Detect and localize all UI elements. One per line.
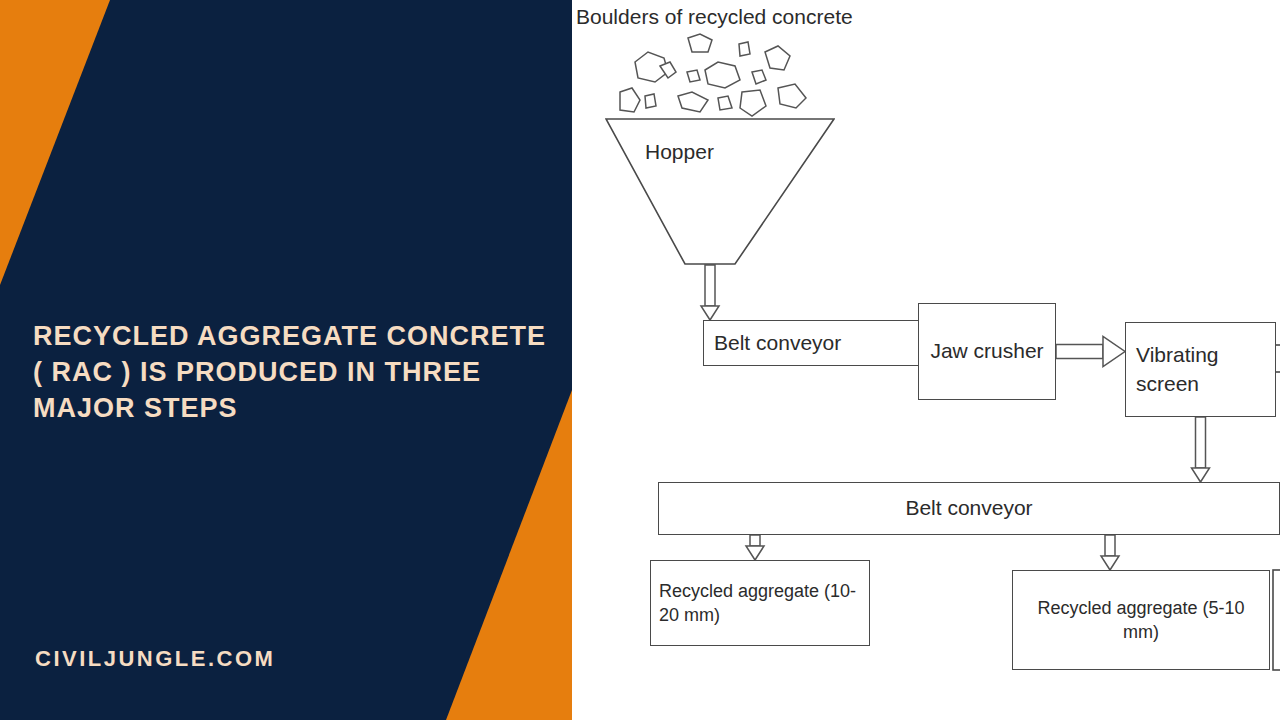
box-text: Recycled aggregate (5-10 mm) bbox=[1021, 596, 1261, 645]
box-text: Vibrating screen bbox=[1136, 341, 1265, 398]
belt-conveyor: Belt conveyor bbox=[658, 482, 1280, 535]
box-text: Hopper bbox=[645, 140, 714, 164]
page-title: RECYCLED AGGREGATE CONCRETE ( RAC ) IS P… bbox=[33, 318, 553, 426]
outlet-stub bbox=[1276, 371, 1280, 373]
flow-arrow bbox=[1101, 535, 1119, 570]
orange-wedge bbox=[0, 0, 110, 285]
navy-panel bbox=[0, 0, 572, 720]
orange-wedge bbox=[446, 390, 572, 720]
box-text: Jaw crusher bbox=[930, 337, 1043, 365]
box-text: Recycled aggregate (10-20 mm) bbox=[659, 579, 861, 628]
aggregate-box: Recycled aggregate (5-10 mm) bbox=[1012, 570, 1270, 670]
flow-arrow bbox=[1056, 337, 1125, 367]
outlet-stub bbox=[1276, 344, 1280, 346]
input-label: Boulders of recycled concrete bbox=[574, 5, 855, 29]
hopper-outline bbox=[605, 118, 835, 265]
hopper: Hopper bbox=[605, 118, 835, 265]
boulders bbox=[620, 34, 806, 116]
aggregate-box: Recycled aggregate (10-20 mm) bbox=[650, 560, 870, 646]
aggregate-box-cut bbox=[1273, 570, 1280, 670]
flow-arrow bbox=[1192, 417, 1210, 482]
flow-arrow bbox=[701, 265, 719, 320]
belt-conveyor: Belt conveyor bbox=[703, 320, 919, 366]
vibrating-screen: Vibrating screen bbox=[1125, 322, 1276, 417]
flow-arrow bbox=[746, 535, 764, 560]
box-text: Belt conveyor bbox=[714, 329, 841, 357]
site-name: CIVILJUNGLE.COM bbox=[35, 646, 275, 672]
jaw-crusher: Jaw crusher bbox=[918, 303, 1056, 400]
box-text: Belt conveyor bbox=[905, 494, 1032, 522]
